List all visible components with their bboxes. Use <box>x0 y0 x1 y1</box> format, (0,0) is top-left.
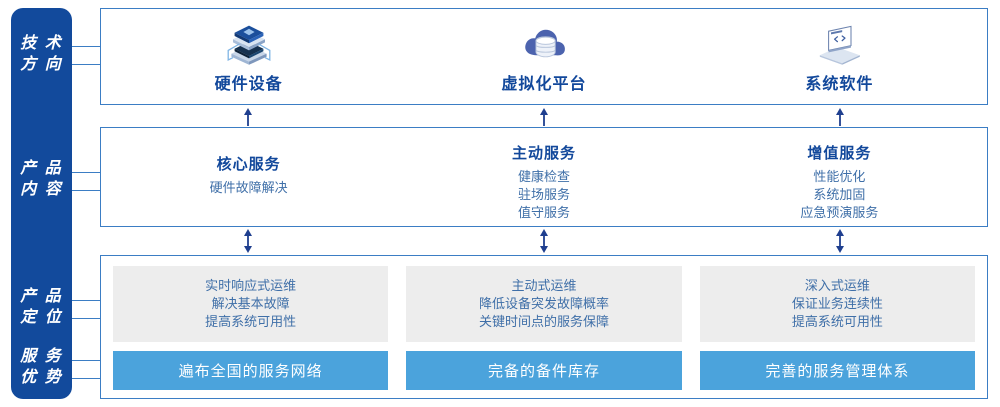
laptop-code-icon <box>820 25 861 65</box>
positioning-line: 解决基本故障 <box>211 296 290 311</box>
content-heading: 核心服务 <box>216 156 281 173</box>
connector-tech-top <box>72 46 100 47</box>
rail-item-product-positioning[interactable]: 产 品 定 位 <box>11 286 72 328</box>
arrow-bidirectional-proactive <box>537 228 551 254</box>
rail-label-line2: 方 向 <box>20 56 63 73</box>
content-item: 性能优化 <box>813 169 866 184</box>
rail-item-service-advantage[interactable]: 服 务 优 势 <box>11 346 72 388</box>
technology-direction-panel: 硬件设备 虚拟化平台 系统软件 <box>100 8 988 105</box>
content-item: 硬件故障解决 <box>209 180 288 195</box>
rail-label-line1: 服 务 <box>20 348 63 365</box>
content-item: 应急预演服务 <box>800 205 879 220</box>
positioning-line: 关键时间点的服务保障 <box>478 314 609 329</box>
arrow-up-software <box>833 106 847 126</box>
connector-advantage-top <box>72 360 100 361</box>
advantage-bar-spare-parts[interactable]: 完备的备件库存 <box>406 351 682 390</box>
positioning-line: 提高系统可用性 <box>791 314 883 329</box>
positioning-line: 实时响应式运维 <box>205 278 297 293</box>
connector-advantage-bottom <box>72 378 100 379</box>
positioning-box-proactive[interactable]: 主动式运维 降低设备突发故障概率 关键时间点的服务保障 <box>406 266 682 342</box>
connector-content-bottom <box>72 190 100 191</box>
positioning-line: 提高系统可用性 <box>205 314 297 329</box>
positioning-box-indepth[interactable]: 深入式运维 保证业务连续性 提高系统可用性 <box>699 266 975 342</box>
rail-item-product-content[interactable]: 产 品 内 容 <box>11 158 72 200</box>
positioning-line: 深入式运维 <box>804 278 870 293</box>
advantage-bar-management-system[interactable]: 完善的服务管理体系 <box>699 351 975 390</box>
arrow-bidirectional-value-added <box>833 228 847 254</box>
rail-label-line1: 产 品 <box>20 288 63 305</box>
positioning-line: 保证业务连续性 <box>791 296 883 311</box>
content-item: 驻场服务 <box>517 187 570 202</box>
product-content-panel: 核心服务 硬件故障解决 主动服务 健康检查 驻场服务 值守服务 增值服务 性能优… <box>100 127 988 227</box>
rail-label-line2: 定 位 <box>20 309 63 326</box>
positioning-line: 主动式运维 <box>511 278 577 293</box>
connector-position-bottom <box>72 318 100 319</box>
tech-column-title: 系统软件 <box>805 75 874 93</box>
advantage-row: 遍布全国的服务网络 完备的备件库存 完善的服务管理体系 <box>113 351 975 390</box>
rail-item-technology-direction[interactable]: 技 术 方 向 <box>11 33 72 75</box>
tech-column-software[interactable]: 系统软件 <box>692 9 987 104</box>
rail-label-line1: 技 术 <box>20 35 63 52</box>
content-column-proactive[interactable]: 主动服务 健康检查 驻场服务 值守服务 <box>396 128 691 222</box>
content-column-value-added[interactable]: 增值服务 性能优化 系统加固 应急预演服务 <box>692 128 987 222</box>
content-item: 值守服务 <box>517 205 570 220</box>
content-item: 系统加固 <box>813 187 866 202</box>
tech-column-hardware[interactable]: 硬件设备 <box>101 9 396 104</box>
tech-column-title: 虚拟化平台 <box>501 75 587 93</box>
rail-label-line2: 优 势 <box>20 369 63 386</box>
arrow-up-virtualization <box>537 106 551 126</box>
advantage-bar-service-network[interactable]: 遍布全国的服务网络 <box>113 351 389 390</box>
connector-content-top <box>72 172 100 173</box>
connector-position-top <box>72 300 100 301</box>
content-column-core[interactable]: 核心服务 硬件故障解决 <box>101 128 396 197</box>
product-positioning-panel: 实时响应式运维 解决基本故障 提高系统可用性 主动式运维 降低设备突发故障概率 … <box>100 255 988 399</box>
arrow-bidirectional-core <box>241 228 255 254</box>
arrow-up-hardware <box>241 106 255 126</box>
tech-column-title: 硬件设备 <box>214 75 283 93</box>
positioning-box-realtime[interactable]: 实时响应式运维 解决基本故障 提高系统可用性 <box>113 266 389 342</box>
cloud-database-icon <box>525 29 565 57</box>
rail-label-line1: 产 品 <box>20 160 63 177</box>
content-item: 健康检查 <box>517 169 570 184</box>
rail-label-line2: 内 容 <box>20 181 63 198</box>
content-heading: 主动服务 <box>511 145 576 162</box>
tech-column-virtualization[interactable]: 虚拟化平台 <box>396 9 691 104</box>
positioning-line: 降低设备突发故障概率 <box>478 296 609 311</box>
server-stack-icon <box>227 25 271 65</box>
content-heading: 增值服务 <box>807 145 872 162</box>
connector-tech-bottom <box>72 64 100 65</box>
category-rail: 技 术 方 向 产 品 内 容 产 品 定 位 服 务 优 势 <box>11 8 72 399</box>
positioning-row: 实时响应式运维 解决基本故障 提高系统可用性 主动式运维 降低设备突发故障概率 … <box>113 266 975 342</box>
